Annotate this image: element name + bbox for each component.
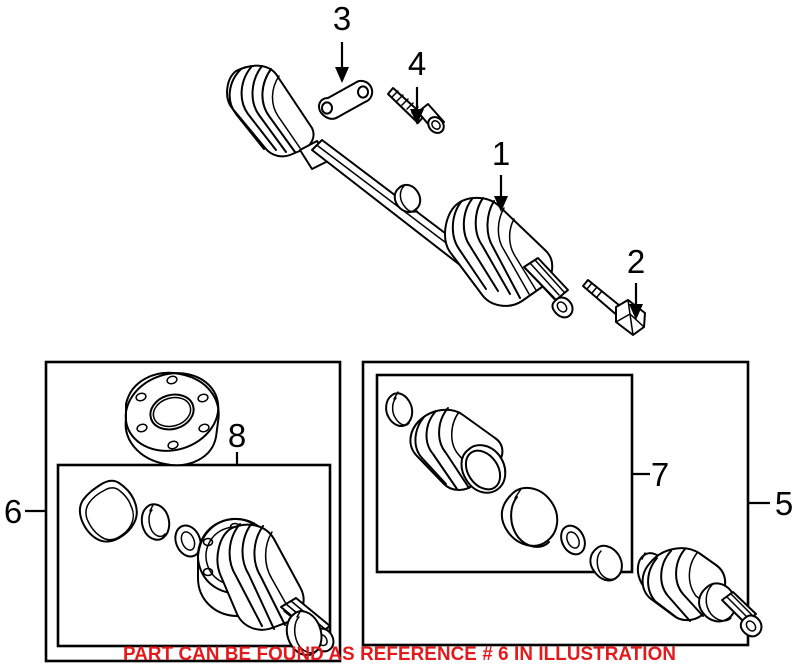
outer-cv-joint-assembly: [641, 547, 763, 638]
axle-shaft-assembly: [226, 64, 646, 336]
snap-ring: [140, 503, 171, 541]
callout-label-4: 4: [408, 45, 426, 82]
washer-small: [560, 524, 586, 556]
boot-cap: [500, 487, 559, 548]
callout-2-marker: [629, 283, 643, 320]
callout-label-7: 7: [651, 456, 669, 493]
callout-3-marker: [335, 42, 349, 83]
thrust-washer: [174, 524, 202, 558]
callout-label-2: 2: [627, 243, 645, 280]
callout-label-3: 3: [333, 0, 351, 37]
washer-large: [589, 544, 623, 582]
flange-hub-disc: [124, 371, 220, 467]
outer-cv-joint-boot: [444, 196, 574, 319]
inner-cv-boot-bellows: [226, 64, 331, 170]
boot-clamp: [285, 609, 323, 657]
gasket-plate: [78, 479, 138, 543]
callout-4-marker: [410, 87, 424, 125]
small-boot-clamp: [385, 391, 414, 427]
callout-1-marker: [494, 175, 508, 212]
callout-label-5: 5: [775, 485, 793, 522]
callout-label-8: 8: [228, 417, 246, 454]
callout-markers: [25, 42, 770, 513]
reference-note: PART CAN BE FOUND AS REFERENCE # 6 IN IL…: [123, 643, 676, 665]
outer-boot-bellows: [409, 407, 507, 494]
shaft-collar: [393, 183, 422, 214]
frame-8-inner-boot-kit: [56, 463, 332, 648]
callout-label-1: 1: [492, 135, 510, 172]
callout-label-6: 6: [4, 493, 22, 530]
two-hole-link-bracket: [318, 79, 374, 120]
